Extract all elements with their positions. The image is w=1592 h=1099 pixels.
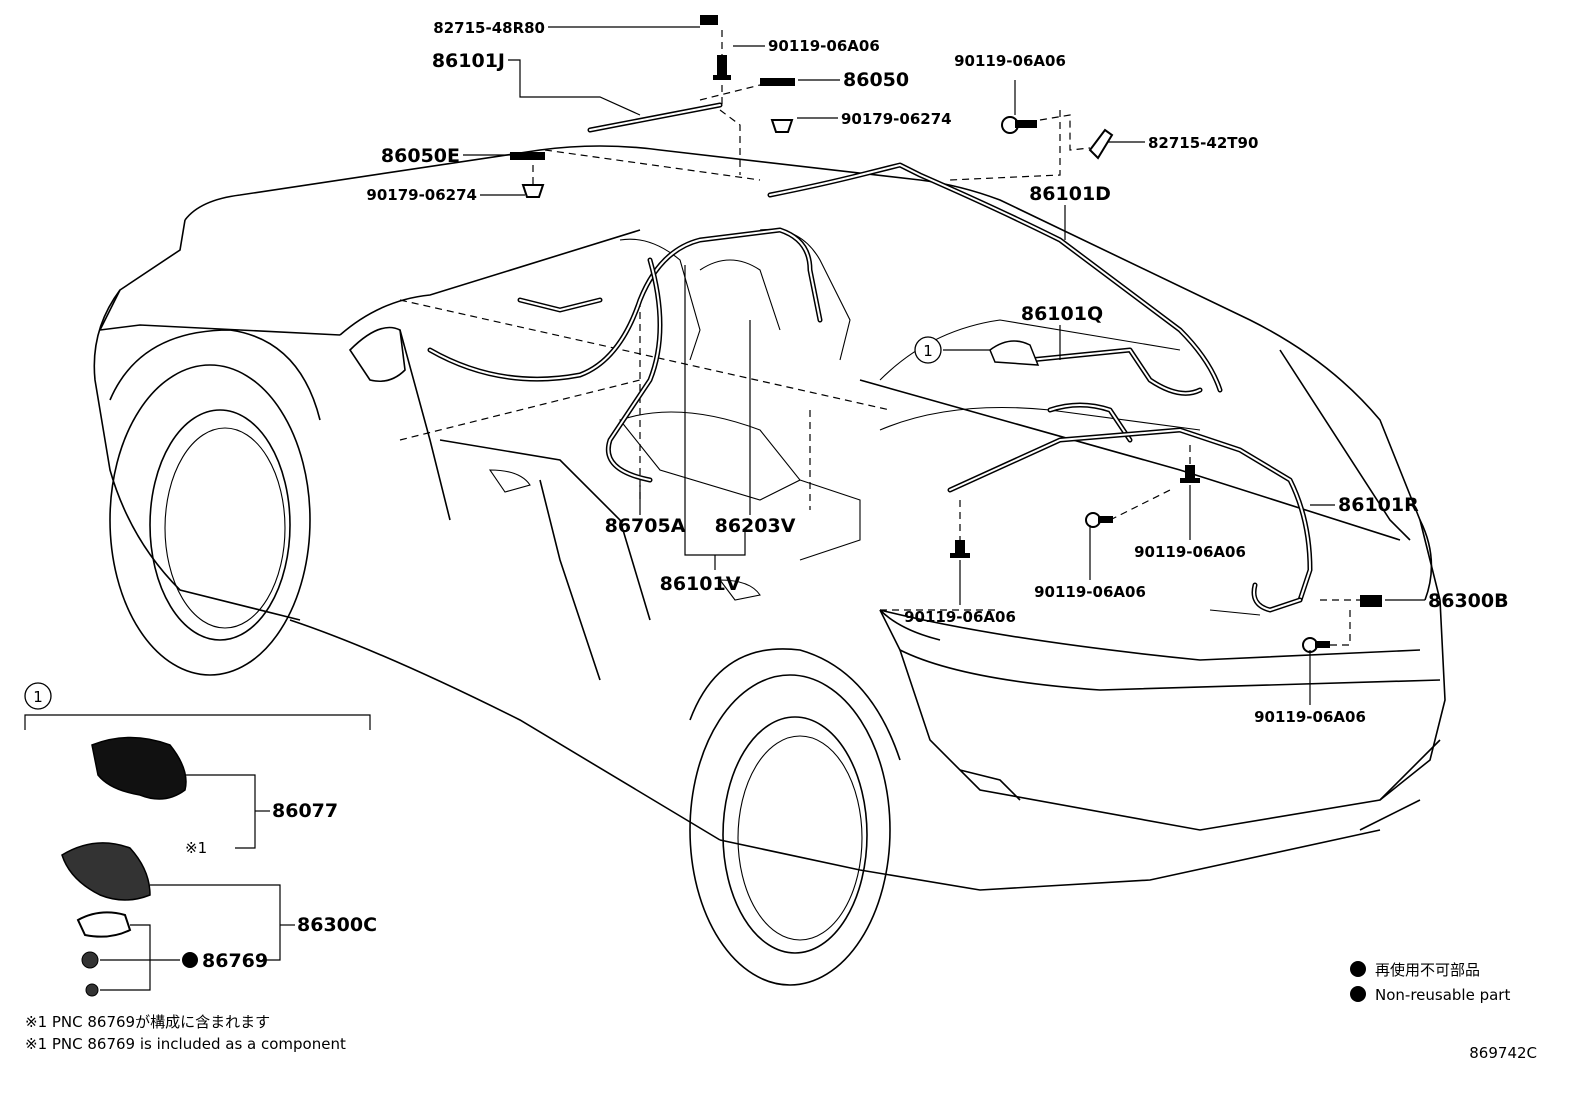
label-86203V: 86203V xyxy=(715,515,796,537)
screw-glyph xyxy=(85,983,99,997)
label-90179-top: 90179-06274 xyxy=(841,110,952,128)
note-mark: ※1 xyxy=(185,839,207,857)
assembly-lines xyxy=(532,30,1360,646)
label-86705A: 86705A xyxy=(605,515,686,537)
label-90119-mid2: 90119-06A06 xyxy=(1034,583,1146,601)
label-86769: 86769 xyxy=(202,950,268,972)
svg-text:1: 1 xyxy=(923,342,933,360)
label-82715-48R80: 82715-48R80 xyxy=(433,19,545,37)
wire-harness-front xyxy=(427,227,823,483)
svg-text:1: 1 xyxy=(33,688,43,706)
label-86101Q: 86101Q xyxy=(1021,303,1103,325)
label-86300C: 86300C xyxy=(297,914,377,936)
label-82715-42T90: 82715-42T90 xyxy=(1148,134,1258,152)
gasket-glyph xyxy=(76,911,132,938)
part-labels: 82715-48R80 86101J 90119-06A06 86050 901… xyxy=(366,19,1508,726)
antenna-assembly-glyph xyxy=(61,842,151,901)
label-86101J: 86101J xyxy=(432,50,505,72)
label-90119-bottom: 90119-06A06 xyxy=(1254,708,1366,726)
label-90119-top: 90119-06A06 xyxy=(768,37,880,55)
callout-1-main: 1 xyxy=(914,336,942,364)
antenna-glyph-roof xyxy=(989,340,1040,366)
vehicle-body xyxy=(93,145,1446,986)
leader-lines xyxy=(463,26,1425,705)
label-86077: 86077 xyxy=(272,800,338,822)
label-90119-mid: 90119-06A06 xyxy=(1134,543,1246,561)
label-90179-left: 90179-06274 xyxy=(366,186,477,204)
inset-detail: 1 86077 ※1 86300C 86769 xyxy=(24,682,377,997)
legend-jp: 再使用不可部品 xyxy=(1375,961,1480,979)
legend-en: Non-reusable part xyxy=(1375,986,1510,1004)
label-86101D: 86101D xyxy=(1029,183,1111,205)
label-86300B: 86300B xyxy=(1428,590,1509,612)
antenna-cover-glyph xyxy=(91,736,187,800)
diagram-id: 869742C xyxy=(1469,1044,1537,1062)
label-90119-left: 90119-06A06 xyxy=(904,608,1016,626)
footnote-en: ※1 PNC 86769 is included as a component xyxy=(25,1035,346,1053)
wire-harness-rear xyxy=(947,347,1313,613)
legend: 再使用不可部品 Non-reusable part xyxy=(1350,961,1510,1004)
label-86101V: 86101V xyxy=(660,573,741,595)
nut-glyph xyxy=(81,951,99,969)
label-86101R: 86101R xyxy=(1338,494,1419,516)
footnote-jp: ※1 PNC 86769が構成に含まれます xyxy=(25,1013,270,1031)
label-86050: 86050 xyxy=(843,69,909,91)
label-90119-roof: 90119-06A06 xyxy=(954,52,1066,70)
fastener-glyphs xyxy=(510,15,1382,653)
wire-harness-roof xyxy=(587,102,1223,393)
label-86050E: 86050E xyxy=(381,145,460,167)
